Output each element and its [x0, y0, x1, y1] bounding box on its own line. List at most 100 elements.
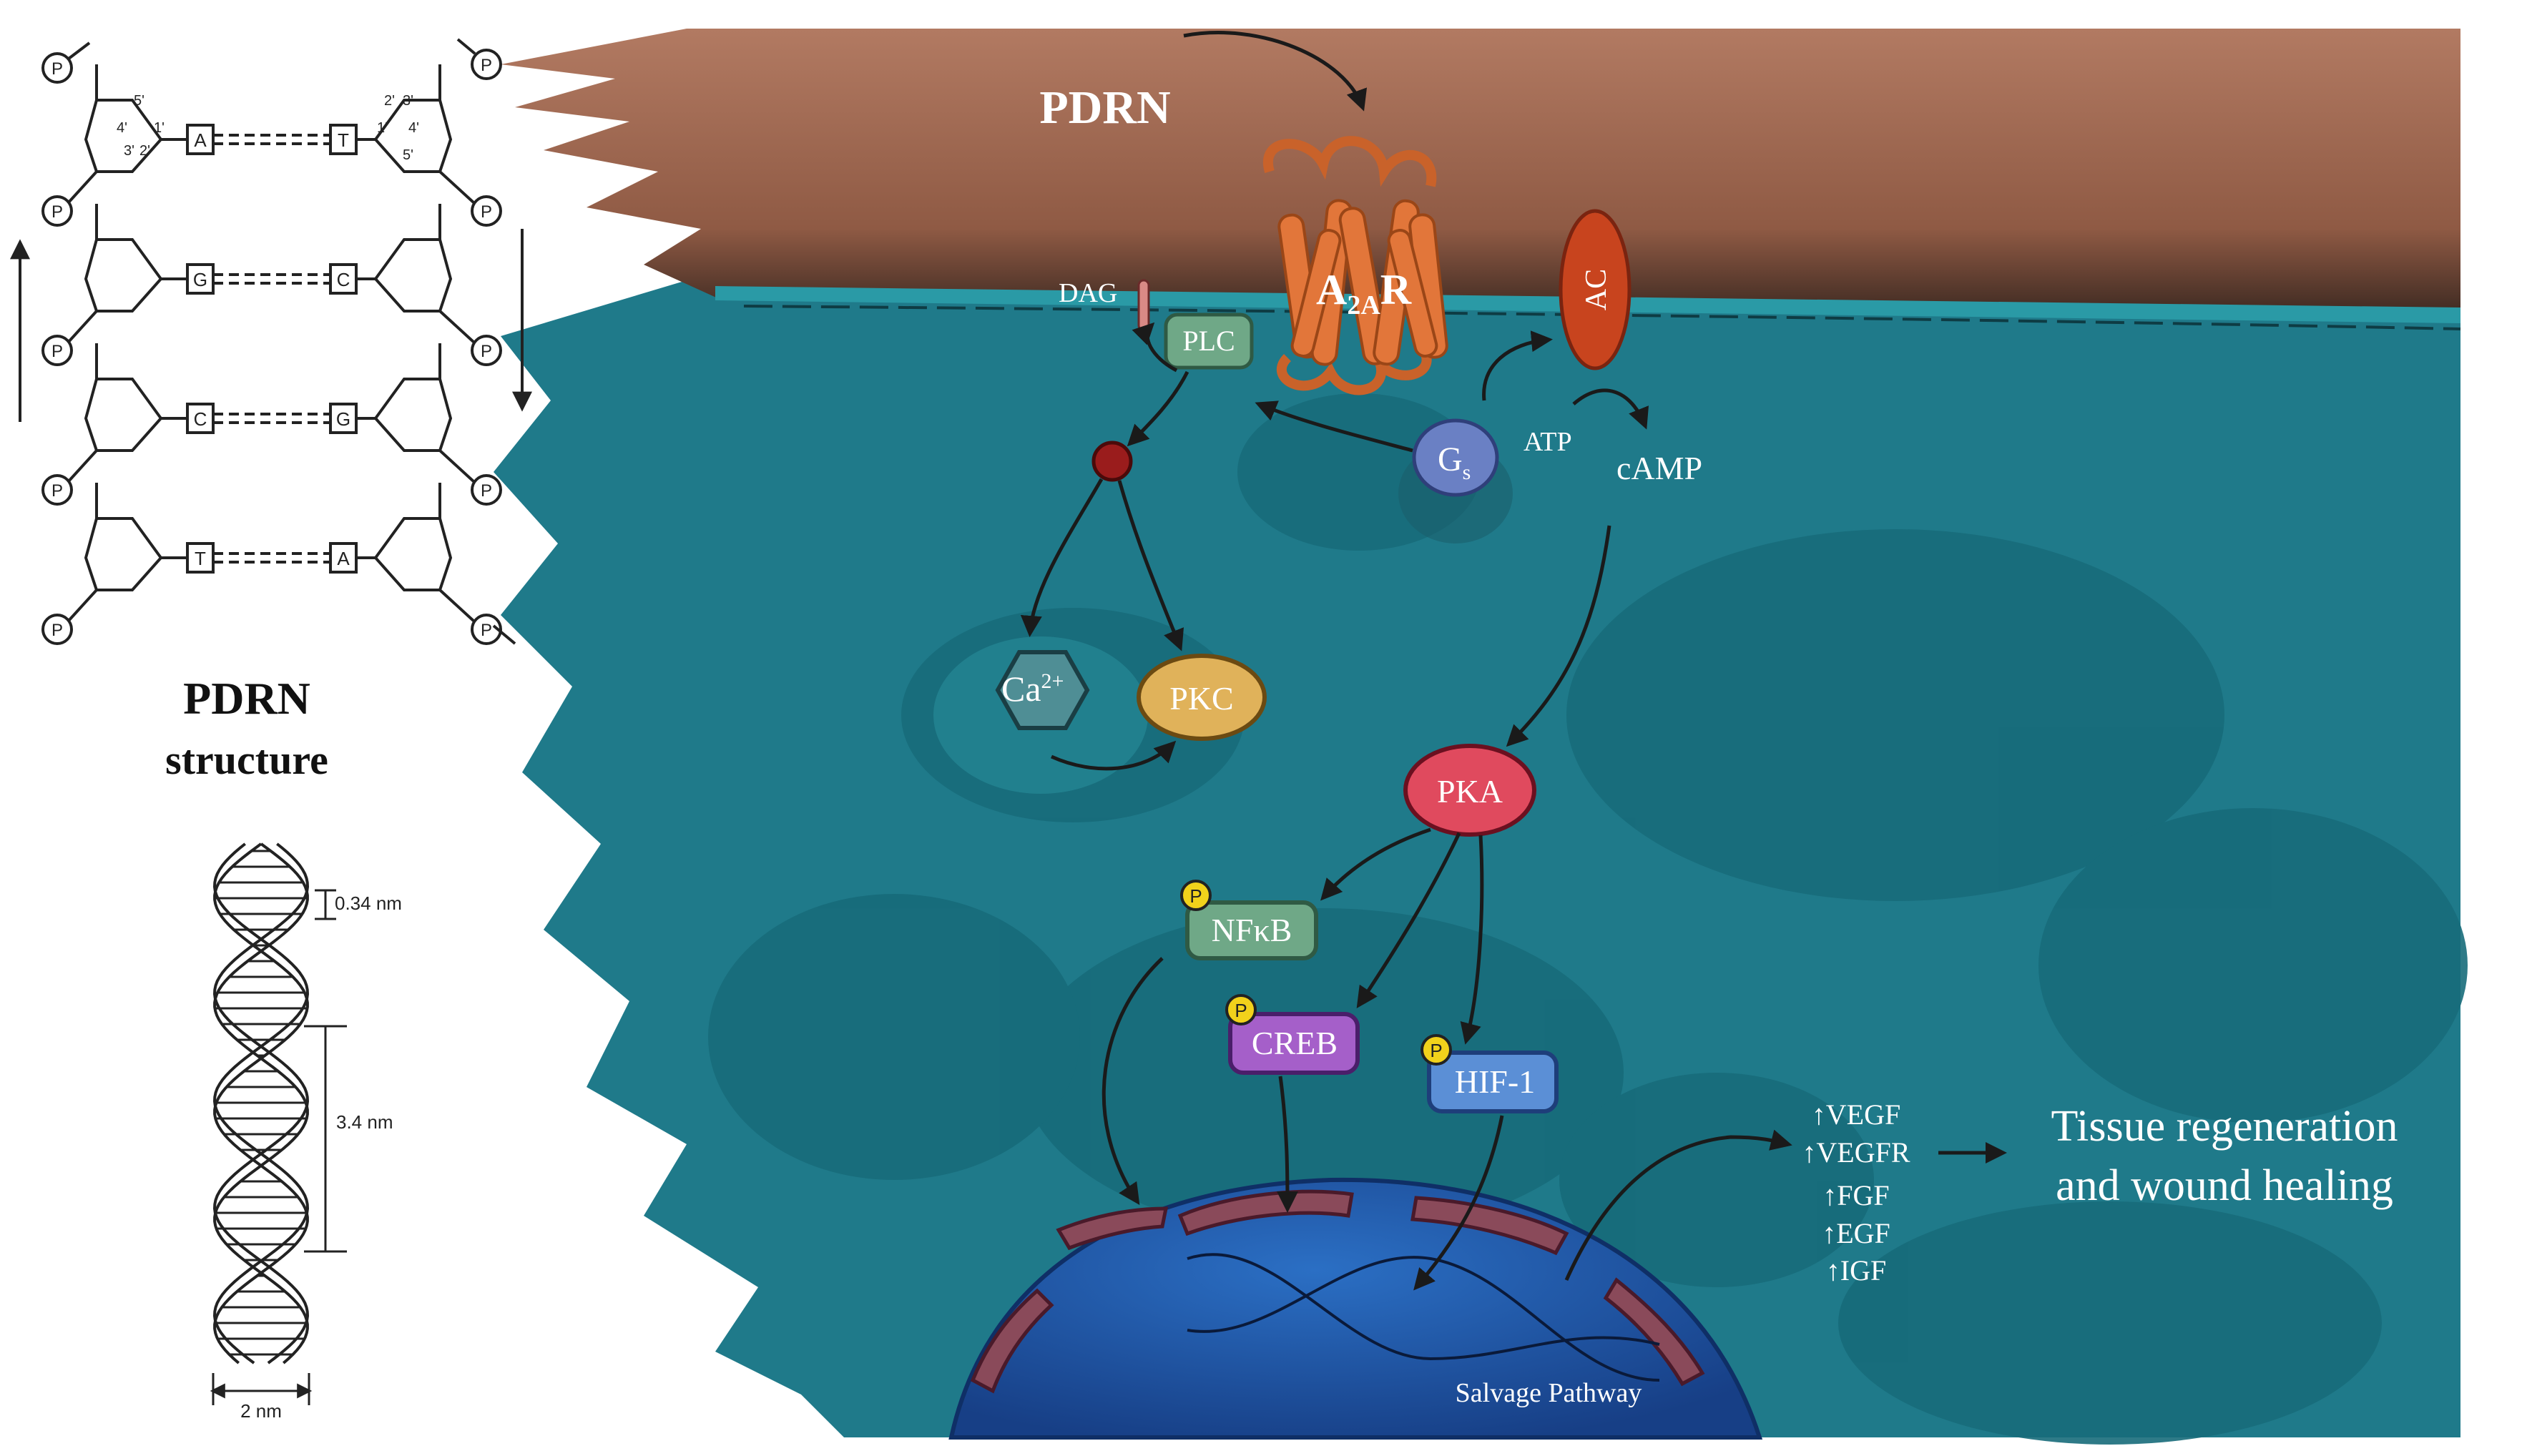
plc-node: PLC — [1164, 313, 1254, 370]
growth-factor-item: ↑VEGF — [1812, 1098, 1900, 1131]
calcium-node: Ca2+ — [933, 636, 1148, 794]
phosphate-label: P — [51, 342, 63, 361]
a2a-receptor: A2AR — [1263, 136, 1448, 395]
camp-label: cAMP — [1616, 450, 1702, 486]
dag-label: DAG — [1059, 278, 1117, 308]
growth-factor-item: ↑IGF — [1826, 1254, 1886, 1287]
phosphate-icon — [471, 474, 502, 506]
dag-marker — [1137, 279, 1150, 332]
pka-label: PKA — [1437, 773, 1503, 810]
phosphate-label: P — [481, 342, 492, 361]
cell-membrane — [501, 29, 2460, 315]
growth-factor-item: ↑FGF — [1822, 1179, 1889, 1211]
dna-strand — [1187, 1253, 1660, 1382]
helix-width-label: 2 nm — [240, 1400, 282, 1422]
creb-node: CREB P — [1225, 994, 1360, 1075]
phosphate-icon — [41, 52, 73, 84]
sugar-ring — [84, 238, 163, 313]
base-box — [329, 124, 358, 155]
phosphate-icon — [471, 49, 502, 80]
base-box — [329, 263, 358, 295]
plc-label: PLC — [1182, 325, 1235, 357]
calcium-label: Ca2+ — [1001, 669, 1064, 709]
ip3-dot — [1091, 441, 1133, 482]
phosphate-icon — [41, 335, 73, 366]
sugar-ring — [373, 238, 453, 313]
sugar-ring — [373, 517, 453, 591]
base-label: T — [338, 129, 349, 151]
phosphate-label: P — [51, 481, 63, 501]
helix-rise-label: 0.34 nm — [335, 892, 402, 914]
phosphate-icon — [41, 474, 73, 506]
phosphate-icon — [471, 195, 502, 227]
carbon-label: 5' — [134, 93, 144, 109]
base-box — [186, 263, 215, 295]
base-label: G — [336, 408, 350, 430]
helix-dimension-lines — [210, 889, 347, 1405]
sugar-ring — [373, 378, 453, 452]
carbon-label: 1' — [377, 120, 388, 136]
carbon-label: 2' — [139, 143, 150, 159]
hif1-phospho-icon — [1421, 1034, 1452, 1066]
nuclear-envelope — [970, 1189, 1705, 1394]
phosphate-label: P — [481, 481, 492, 501]
hif1-label: HIF-1 — [1455, 1063, 1535, 1100]
carbon-label: 2' — [384, 93, 395, 109]
ac-node: AC — [1559, 209, 1632, 370]
outcome-line-1: Tissue regeneration — [2051, 1102, 2398, 1151]
phosphate-label: P — [51, 59, 63, 79]
base-box — [329, 403, 358, 434]
phosphate-icon — [471, 335, 502, 366]
base-box — [186, 542, 215, 574]
creb-phospho-label: P — [1235, 1000, 1247, 1021]
creb-phospho-icon — [1225, 994, 1257, 1025]
outcome-line-2: and wound healing — [2056, 1161, 2393, 1210]
growth-factor-item: ↑VEGFR — [1802, 1136, 1910, 1169]
phosphate-label: P — [51, 621, 63, 640]
ac-label: AC — [1580, 269, 1613, 310]
base-label: A — [194, 129, 207, 151]
carbon-label: 1' — [154, 120, 165, 136]
hif1-node: HIF-1 P — [1421, 1034, 1559, 1113]
atp-label: ATP — [1523, 427, 1572, 457]
phosphate-label: P — [481, 621, 492, 640]
pkc-label: PKC — [1169, 680, 1233, 717]
structure-subtitle: structure — [165, 737, 328, 783]
base-box — [186, 403, 215, 434]
double-helix: 0.34 nm 3.4 nm 2 nm — [210, 842, 402, 1422]
pkc-node: PKC — [1137, 654, 1267, 741]
gs-node: Gs — [1398, 418, 1513, 543]
base-label: C — [337, 269, 350, 290]
base-label: G — [193, 269, 207, 290]
creb-label: CREB — [1252, 1025, 1338, 1061]
nfkb-label: NFκB — [1212, 912, 1292, 948]
pdrn-entry-arrow — [1183, 31, 1368, 112]
sugar-ring — [84, 378, 163, 452]
base-label: T — [195, 548, 206, 569]
base-box — [329, 542, 358, 574]
nucleus: Salvage Pathway — [948, 1177, 1763, 1440]
pdrn-title: PDRN — [1039, 82, 1170, 134]
nfkb-phospho-icon — [1180, 880, 1212, 911]
carbon-label: 4' — [117, 120, 127, 136]
phosphate-label: P — [481, 202, 492, 222]
base-label: C — [194, 408, 207, 430]
phosphate-icon — [471, 614, 502, 645]
sugar-ring — [84, 99, 163, 173]
phosphate-icon — [41, 614, 73, 645]
gs-label: Gs — [1438, 441, 1471, 484]
salvage-pathway-label: Salvage Pathway — [1456, 1378, 1642, 1408]
base-label: A — [337, 548, 350, 569]
carbon-label: 4' — [408, 120, 419, 136]
nfkb-phospho-label: P — [1189, 885, 1202, 907]
helix-pitch-label: 3.4 nm — [336, 1111, 393, 1133]
pathway-arrows — [1020, 322, 2007, 1291]
carbon-label: 5' — [403, 147, 413, 163]
phosphate-icon — [41, 195, 73, 227]
carbon-label: 3' — [124, 143, 134, 159]
base-box — [186, 124, 215, 155]
structure-title: PDRN — [183, 673, 310, 724]
carbon-label: 3' — [403, 93, 413, 109]
